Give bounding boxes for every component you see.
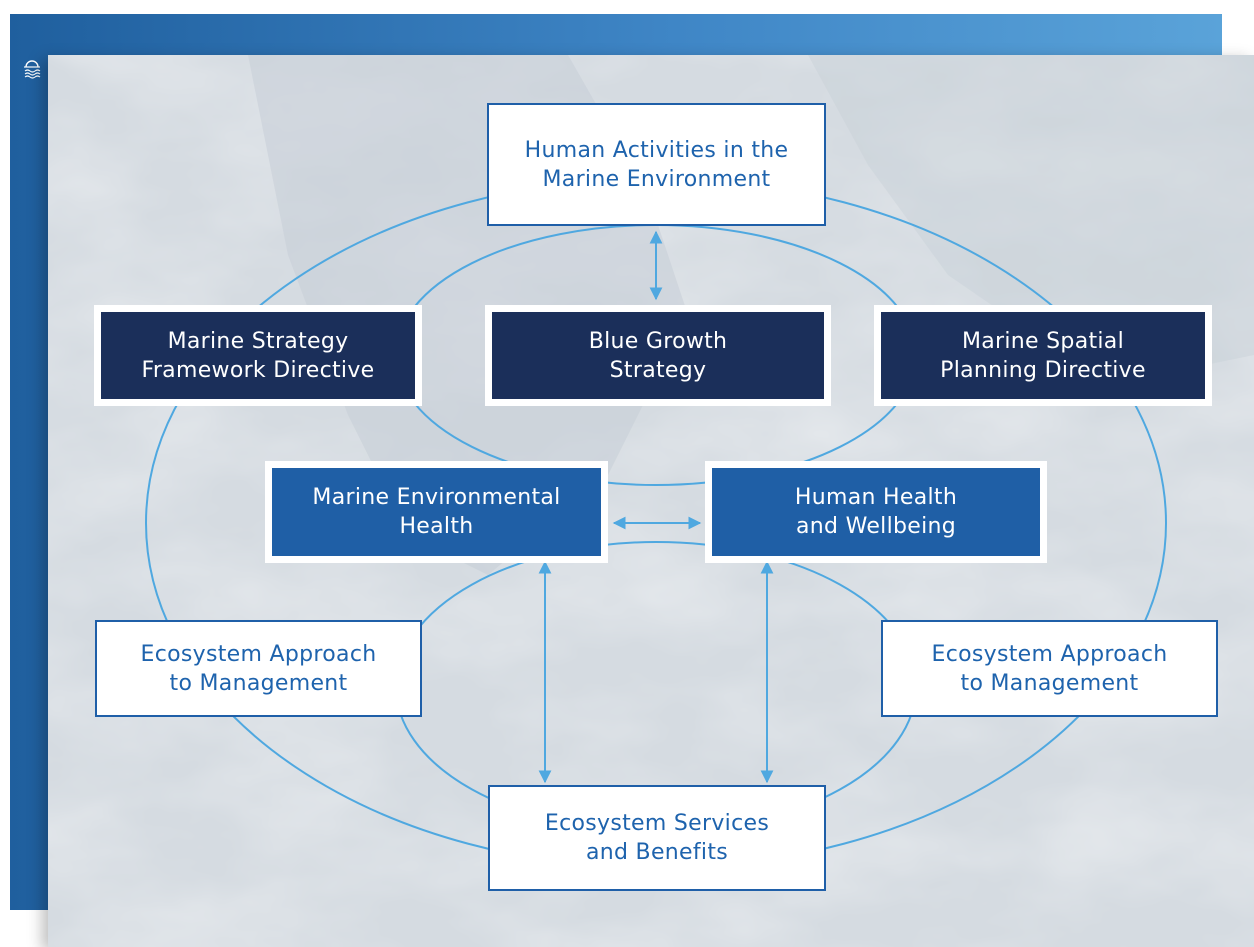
sun-over-waves-icon (24, 60, 41, 79)
